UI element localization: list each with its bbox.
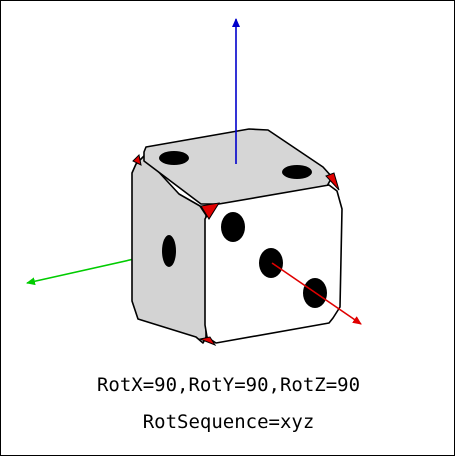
x-axis — [271, 262, 362, 325]
top-pip-2 — [282, 165, 312, 179]
die-corner-top-right — [325, 172, 340, 191]
left-pip-1 — [162, 235, 176, 267]
top-pip-1 — [159, 151, 189, 165]
front-pip-1 — [221, 212, 245, 242]
die-corner-bottom-left — [198, 336, 217, 347]
rotation-angles-label: RotX=90,RotY=90,RotZ=90 — [96, 374, 361, 396]
front-pip-2 — [259, 248, 283, 278]
die-corner-top-back — [132, 153, 142, 166]
rotation-sequence-label: RotSequence=xyz — [142, 411, 315, 433]
die-corner-top-left — [200, 202, 221, 220]
